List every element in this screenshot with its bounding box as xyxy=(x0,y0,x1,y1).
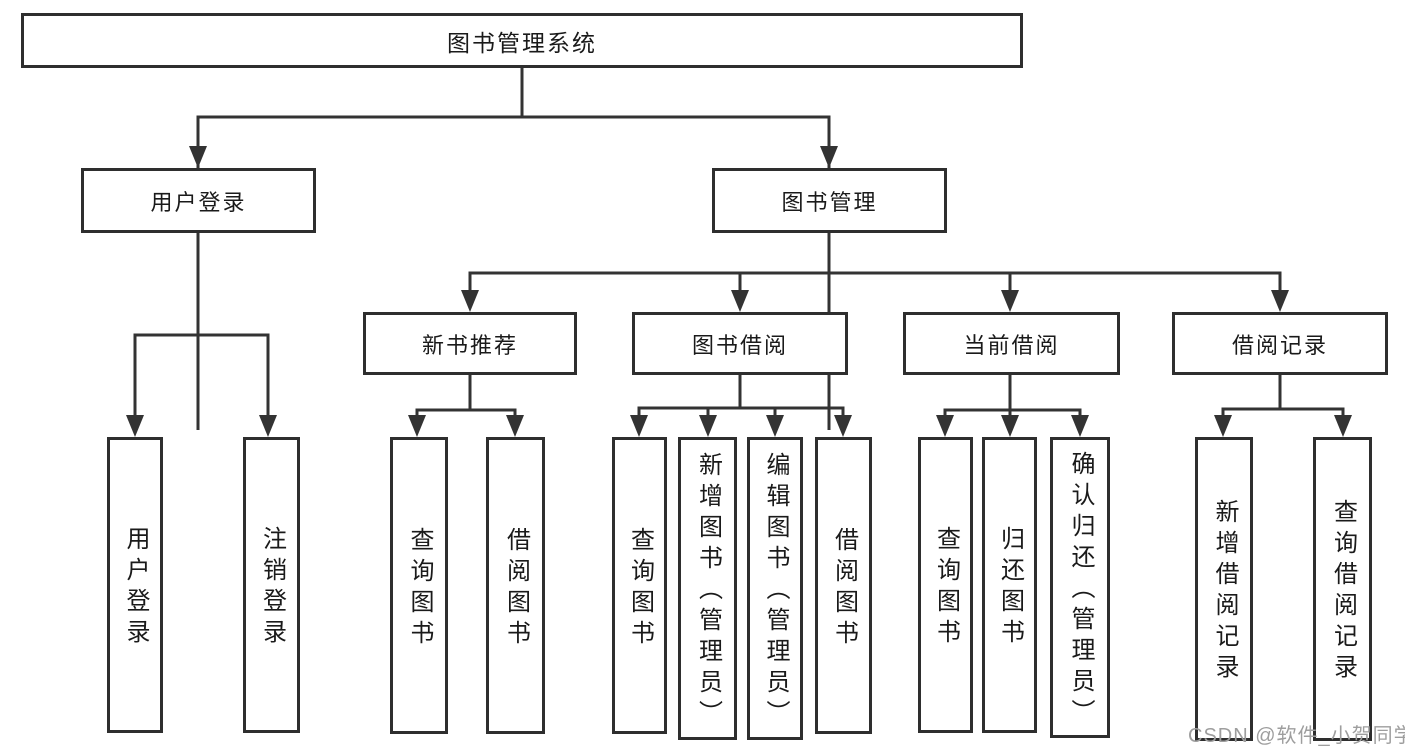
leaf-borrow-books: 借阅图书 xyxy=(815,437,872,734)
connector-lines xyxy=(133,68,1345,430)
leaf-logout: 注销登录 xyxy=(243,437,300,733)
node-book-management-branch: 图书管理 xyxy=(712,168,947,233)
leaf-add-borrow-record: 新增借阅记录 xyxy=(1195,437,1253,741)
leaf-return-books: 归还图书 xyxy=(982,437,1037,733)
leaf-user-login: 用户登录 xyxy=(107,437,163,733)
node-borrow-records: 借阅记录 xyxy=(1172,312,1388,375)
leaf-borrow-books-recommend: 借阅图书 xyxy=(486,437,545,734)
leaf-query-books-recommend: 查询图书 xyxy=(390,437,448,734)
node-new-book-recommend: 新书推荐 xyxy=(363,312,577,375)
csdn-watermark: CSDN @软件_小贺同学 xyxy=(1188,725,1405,747)
leaf-edit-books-admin: 编辑图书（管理员） xyxy=(747,437,803,740)
leaf-query-borrow-record: 查询借阅记录 xyxy=(1313,437,1372,741)
node-library-management-system: 图书管理系统 xyxy=(21,13,1023,68)
node-current-borrow: 当前借阅 xyxy=(903,312,1120,375)
leaf-query-books-current: 查询图书 xyxy=(918,437,973,733)
arrowheads xyxy=(126,146,1352,437)
node-user-login-branch: 用户登录 xyxy=(81,168,316,233)
leaf-query-books-borrow: 查询图书 xyxy=(612,437,667,734)
leaf-confirm-return-admin: 确认归还（管理员） xyxy=(1050,437,1110,738)
node-book-borrow: 图书借阅 xyxy=(632,312,848,375)
leaf-add-books-admin: 新增图书（管理员） xyxy=(678,437,737,740)
